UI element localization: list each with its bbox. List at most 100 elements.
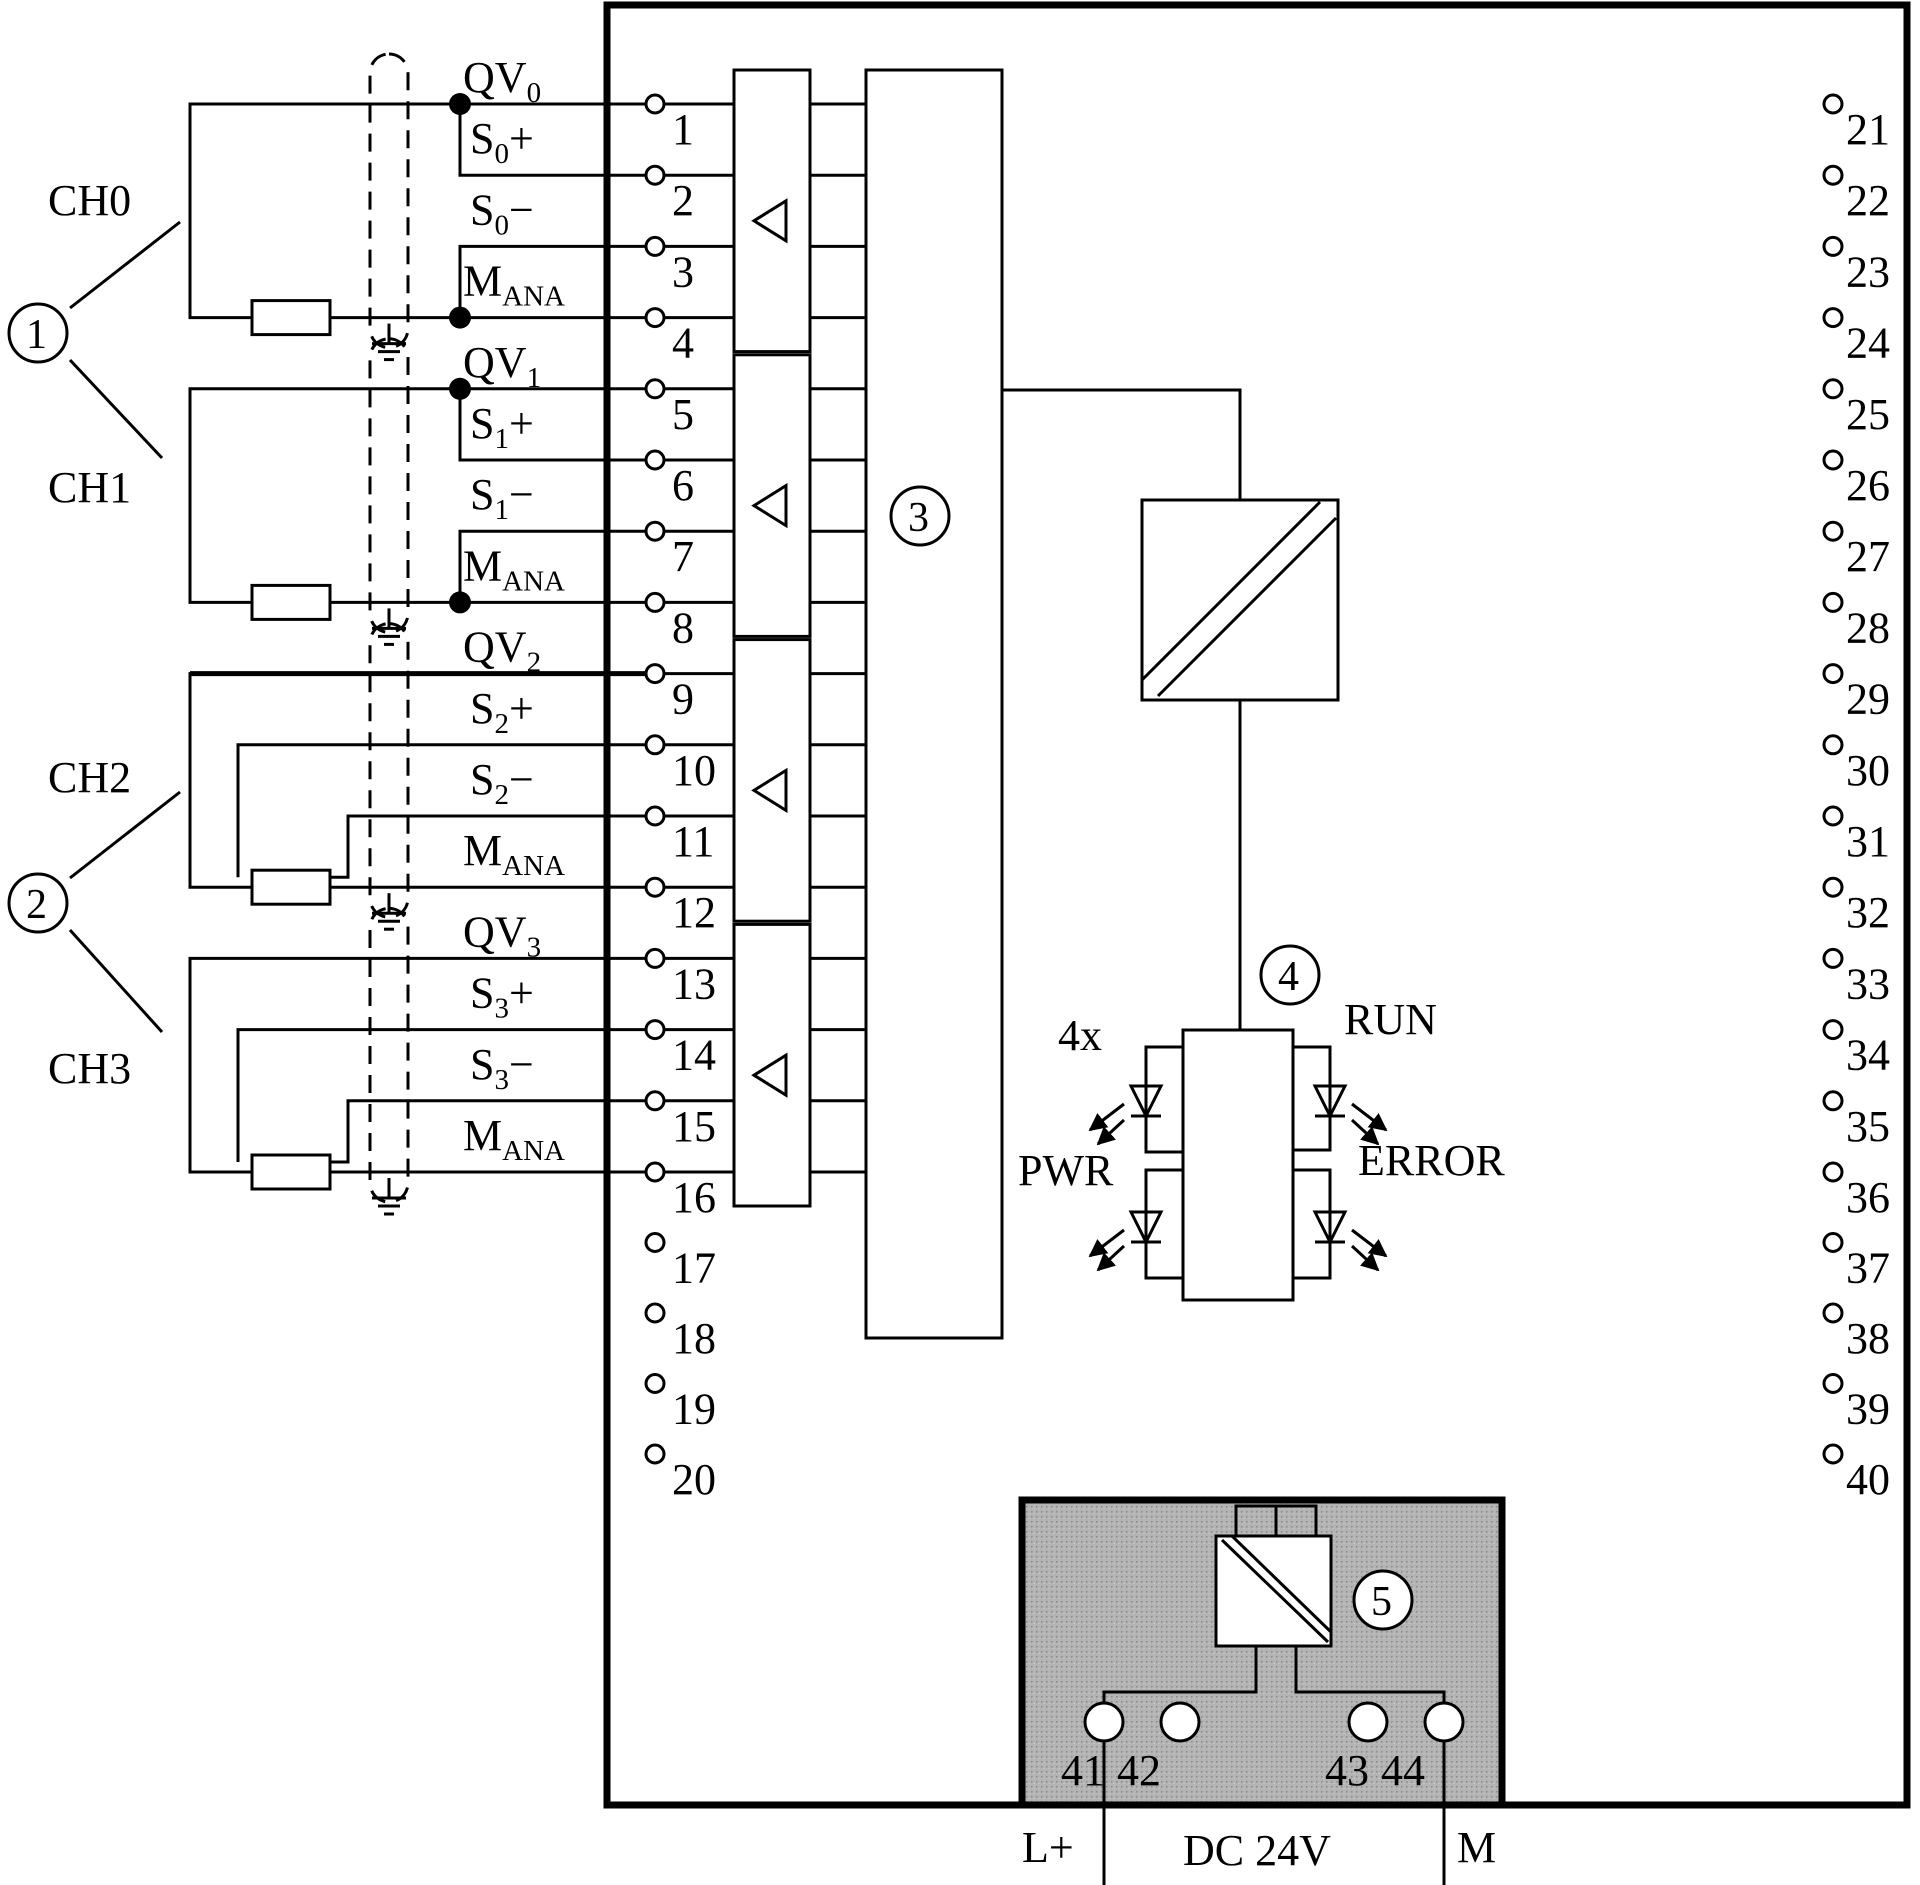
callout-1 [7,302,69,364]
ch2-sense-plus [236,743,655,878]
callout-1-leader-b [68,358,164,460]
ch1-loop [188,387,655,604]
terminal-7 [644,520,666,542]
terminal-label-12: 12 [672,888,716,937]
channel-labels: QV0S0+S0−MANACH0QV1S1+S1−MANACH1QV2S2+S2… [48,53,565,1167]
terminal-44 [1423,1701,1465,1743]
ch0-name: CH0 [48,176,131,225]
terminal-18 [644,1302,666,1324]
terminal-label-29: 29 [1846,675,1890,724]
led-run-ray-b [1350,1118,1380,1146]
ch3-load-resistor [250,1153,332,1191]
ch2-amplifier-symbol [751,767,788,814]
led-left-lower-wire [1144,1168,1183,1280]
callout-5 [1352,1569,1414,1631]
terminal-38 [1822,1302,1844,1324]
ch1-amplifier-symbol [751,482,788,529]
terminal-label-21: 21 [1846,105,1890,154]
led-left-upper-wire [1144,1045,1183,1154]
ch0-sense-minus-label: S0− [470,185,534,241]
callout-label-5: 5 [1371,1579,1392,1625]
ch1-name: CH1 [48,463,131,512]
ch2-mana-label: MANA [463,826,565,882]
terminal-label-5: 5 [672,390,694,439]
terminal-label-33: 33 [1846,959,1890,1008]
terminal-15 [644,1090,666,1112]
led-run-ray-a [1351,1102,1388,1132]
callout-1-leader-a [69,220,181,310]
led-left-2-diode [1128,1210,1164,1246]
cable-shields [368,52,410,1216]
led-right-upper-wire [1293,1045,1332,1152]
led-error-ray-a [1351,1228,1388,1258]
lplus-label: L+ [1022,1823,1074,1872]
ch3-shield [368,906,410,1204]
terminal-label-17: 17 [672,1244,716,1293]
terminal-4 [644,307,666,329]
ch3-mana-label: MANA [463,1111,565,1167]
ch1-node-bottom [449,591,471,614]
led-left-1-ray-a [1088,1102,1125,1132]
terminal-label-34: 34 [1846,1031,1890,1080]
ch1-sense-minus-label: S1− [470,470,534,526]
terminal-label-20: 20 [672,1455,716,1504]
terminal-label-22: 22 [1846,176,1890,225]
terminal-label-35: 35 [1846,1102,1890,1151]
terminal-label-44: 44 [1381,1746,1425,1795]
converter-diagonal-b [1156,516,1338,698]
terminal-16 [644,1161,666,1183]
terminal-label-30: 30 [1846,746,1890,795]
terminal-42 [1159,1701,1201,1743]
terminal-1 [644,93,666,115]
terminal-label-39: 39 [1846,1385,1890,1434]
terminal-label-24: 24 [1846,319,1890,368]
terminal-23 [1822,235,1844,257]
terminal-24 [1822,307,1844,329]
terminal-label-15: 15 [672,1102,716,1151]
terminal-9 [644,663,666,685]
callout-4 [1259,944,1321,1006]
ch1-sense-plus [458,388,646,462]
led-left-2-ray-a [1088,1228,1125,1258]
voltage-label: DC 24V [1183,1826,1331,1875]
ch3-amplifier-symbol [751,1052,788,1098]
ch0-sense-plus-label: S0+ [470,114,534,170]
terminal-27 [1822,520,1844,542]
terminal-label-41: 41 [1061,1746,1105,1795]
terminal-41 [1083,1701,1125,1743]
run-label: RUN [1344,995,1437,1044]
terminal-10 [644,734,666,756]
field-wiring [68,93,655,1191]
terminal-22 [1822,164,1844,186]
terminal-label-10: 10 [672,746,716,795]
terminal-label-1: 1 [672,105,694,154]
terminal-40 [1822,1443,1844,1465]
ch2-sense-minus [330,814,655,879]
ch3-loop [188,956,655,1174]
pwr-label: PWR [1018,1146,1114,1195]
m-label: M [1457,1823,1496,1872]
terminal-34 [1822,1019,1844,1041]
terminal-21 [1822,93,1844,115]
ch1-sense-plus-label: S1+ [470,399,534,455]
terminal-label-11: 11 [672,817,714,866]
terminal-29 [1822,663,1844,685]
ch2-sense-plus-label: S2+ [470,684,534,740]
terminal-33 [1822,947,1844,969]
ch2-sense-minus-label: S2− [470,755,534,811]
terminal-label-28: 28 [1846,603,1890,652]
terminal-17 [644,1232,666,1253]
diagnostic-logic-box [1181,1028,1295,1302]
terminal-label-43: 43 [1325,1746,1369,1795]
led-left-1-ray-b [1096,1118,1126,1146]
terminal-label-40: 40 [1846,1455,1890,1504]
backplane-bus-box [864,68,1004,1340]
led-error-diode [1312,1210,1348,1246]
output-amplifiers [664,68,866,1208]
terminal-6 [644,449,666,471]
terminal-label-19: 19 [672,1385,716,1434]
